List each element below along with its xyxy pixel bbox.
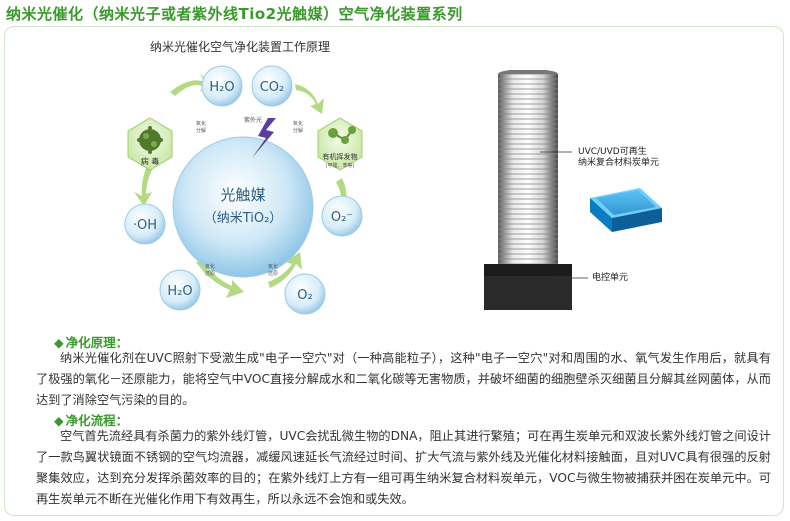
h2o-top-bubble	[201, 65, 243, 107]
center-label-2: （纳米TiO₂）	[204, 211, 283, 226]
center-bubble	[172, 136, 314, 278]
carbon-unit-icon	[590, 188, 662, 232]
organic-sub-label: (甲醛、苯等)	[326, 162, 355, 169]
control-unit-top	[484, 264, 572, 276]
o2-minus-bubble	[321, 195, 363, 237]
diagram-title: 纳米光催化空气净化装置工作原理	[150, 40, 331, 54]
process-heading-text: 净化流程：	[65, 413, 129, 428]
arrow-label-br2: 还原	[268, 270, 278, 277]
co2-label: CO₂	[260, 80, 285, 95]
process-text: 空气首先流经具有杀菌力的紫外线灯管，UVC会扰乱微生物的DNA，阻止其进行繁殖；…	[36, 429, 771, 506]
content-panel	[4, 26, 784, 516]
diamond-bullet-icon: ◆	[54, 413, 64, 428]
arrow-label-br1: 氧化	[268, 263, 278, 270]
virus-label: 病 毒	[141, 156, 160, 166]
center-label-1: 光触媒	[220, 186, 265, 204]
arrow-label-bl2: 还原	[205, 270, 215, 277]
process-heading: ◆净化流程：	[54, 410, 128, 429]
arrow-label-rt1: 氧化	[293, 120, 303, 127]
principle-heading: ◆净化原理：	[54, 332, 128, 351]
page-title: 纳米光催化（纳米光子或者紫外线Tio2光触媒）空气净化装置系列	[6, 5, 463, 23]
uv-label: 紫外光	[244, 116, 262, 124]
callout-control: 电控单元	[592, 273, 629, 283]
principle-heading-text: 净化原理：	[65, 335, 129, 350]
molecule-icon	[328, 126, 356, 144]
tower-louvers	[498, 74, 558, 264]
principle-text: 纳米光催化剂在UVC照射下受激生成"电子一空穴"对（一种高能粒子），这种"电子一…	[36, 351, 771, 407]
diamond-bullet-icon: ◆	[54, 335, 64, 350]
arrow-label-lt2: 分解	[196, 127, 206, 134]
arrow-label-rt2: 分解	[293, 127, 303, 134]
arrow-label-bl1: 氧化	[205, 263, 215, 270]
h2o-bottom-bubble	[159, 269, 201, 311]
uv-lightning-icon	[252, 118, 276, 158]
h2o-top-label: H₂O	[209, 80, 234, 95]
callout-uv-line2: 纳米复合材料炭单元	[578, 158, 660, 168]
control-unit	[484, 276, 572, 310]
organic-label: 有机挥发物	[323, 152, 358, 161]
o2-minus-label: O₂⁻	[331, 210, 353, 225]
virus-icon	[137, 126, 163, 154]
oh-bubble	[124, 203, 166, 245]
o2-bubble	[284, 273, 326, 315]
principle-diagram: 光触媒 （纳米TiO₂） 紫外光 H₂O CO₂ 病 毒 有机挥发物 (甲醛、苯…	[124, 65, 363, 315]
callout-uv: UVC/UVD可再生 纳米复合材料炭单元	[578, 147, 659, 169]
oh-label: ·OH	[133, 218, 157, 233]
o2-label: O₂	[297, 288, 312, 303]
device-illustration	[484, 70, 662, 310]
callout-uv-line1: UVC/UVD可再生	[578, 147, 647, 157]
h2o-bottom-label: H₂O	[167, 284, 192, 299]
co2-bubble	[251, 65, 293, 107]
arrow-label-lt1: 氧化	[196, 120, 206, 127]
